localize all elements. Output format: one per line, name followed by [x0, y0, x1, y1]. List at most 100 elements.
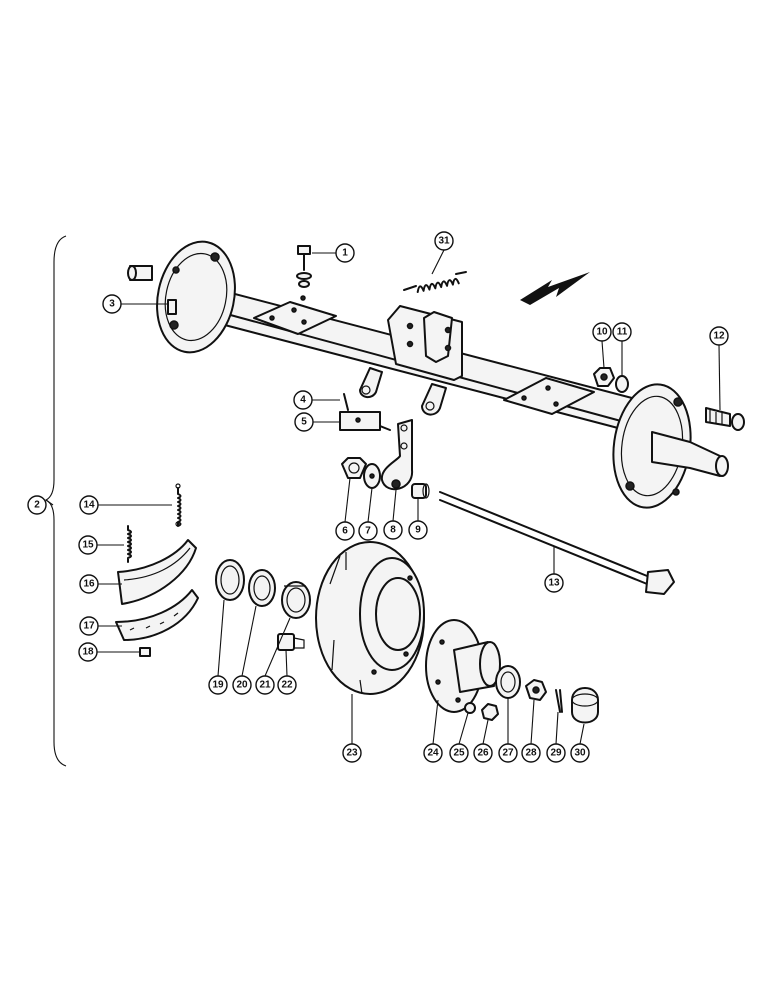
svg-text:6: 6 [342, 526, 348, 537]
part-7-washer [363, 463, 381, 489]
callout-7: 7 [358, 521, 378, 541]
callout-18: 18 [78, 642, 98, 662]
part-6-nut [341, 457, 367, 479]
callout-21: 21 [255, 675, 275, 695]
part-1-bolt [296, 245, 312, 301]
part-19-seal [215, 559, 245, 601]
callout-10: 10 [592, 322, 612, 342]
svg-text:3: 3 [109, 299, 115, 310]
part-13-rod [439, 491, 675, 595]
callout-9: 9 [408, 520, 428, 540]
callout-1: 1 [335, 243, 355, 263]
left-backing-plate [156, 240, 236, 354]
callout-19: 19 [208, 675, 228, 695]
svg-text:24: 24 [427, 748, 439, 759]
callout-6: 6 [335, 521, 355, 541]
part-18-screw [139, 647, 151, 657]
svg-text:30: 30 [574, 748, 586, 759]
callout-20: 20 [232, 675, 252, 695]
svg-text:11: 11 [617, 327, 628, 338]
callout-27: 27 [498, 743, 518, 763]
svg-text:27: 27 [502, 748, 514, 759]
svg-text:26: 26 [477, 748, 489, 759]
direction-arrow [520, 272, 590, 305]
part-24-hub [425, 619, 501, 713]
svg-text:20: 20 [236, 680, 248, 691]
svg-text:18: 18 [82, 647, 94, 658]
svg-text:5: 5 [301, 417, 307, 428]
part-20-seal [248, 569, 276, 607]
part-31-spring [403, 271, 467, 294]
callout-22: 22 [277, 675, 297, 695]
part-5-clevis [339, 411, 391, 431]
part-8-brake-lever [380, 419, 414, 490]
callout-3: 3 [102, 294, 122, 314]
leader-lines [45, 249, 721, 745]
part-28-castle-nut [525, 679, 547, 701]
callout-15: 15 [78, 535, 98, 555]
part-17-lining [115, 589, 199, 641]
right-spindle [651, 431, 729, 477]
part-12-bolt [705, 407, 745, 431]
svg-text:16: 16 [83, 579, 95, 590]
callout-17: 17 [79, 616, 99, 636]
part-4-pin [343, 393, 349, 411]
part-10-nut [593, 367, 615, 387]
callout-2: 2 [27, 495, 47, 515]
part-29-cotter-pin [555, 689, 563, 713]
callout-13: 13 [544, 573, 564, 593]
axle-lugs [359, 367, 447, 416]
svg-text:17: 17 [83, 621, 95, 632]
svg-text:10: 10 [596, 327, 608, 338]
callout-28: 28 [521, 743, 541, 763]
part-9-bushing [411, 483, 430, 499]
svg-text:22: 22 [281, 680, 293, 691]
callout-12: 12 [709, 326, 729, 346]
svg-text:9: 9 [415, 525, 421, 536]
callout-24: 24 [423, 743, 443, 763]
svg-text:25: 25 [453, 748, 465, 759]
svg-text:15: 15 [82, 540, 94, 551]
callout-23: 23 [342, 743, 362, 763]
assembly-bracket [44, 235, 67, 767]
svg-text:12: 12 [713, 331, 725, 342]
callout-16: 16 [79, 574, 99, 594]
svg-text:13: 13 [548, 578, 560, 589]
callout-30: 30 [570, 743, 590, 763]
part-15-spring [127, 525, 132, 563]
svg-text:21: 21 [259, 680, 271, 691]
left-spring-pad [253, 301, 337, 335]
callout-5: 5 [294, 412, 314, 432]
callout-14: 14 [79, 495, 99, 515]
svg-text:1: 1 [342, 248, 348, 259]
callout-26: 26 [473, 743, 493, 763]
svg-text:19: 19 [212, 680, 224, 691]
callout-4: 4 [293, 390, 313, 410]
part-25-washer [464, 702, 476, 714]
svg-text:2: 2 [34, 500, 40, 511]
left-spindle [127, 265, 153, 281]
right-spring-pad [503, 377, 595, 415]
part-27-bearing [495, 665, 521, 699]
svg-text:4: 4 [300, 395, 306, 406]
callout-29: 29 [546, 743, 566, 763]
svg-text:23: 23 [346, 748, 358, 759]
svg-text:31: 31 [438, 236, 450, 247]
part-21-bearing [281, 581, 311, 619]
part-23-brake-drum [315, 541, 425, 695]
svg-text:14: 14 [83, 500, 95, 511]
callout-8: 8 [383, 520, 403, 540]
center-bracket [387, 305, 463, 381]
part-26-nut [481, 703, 499, 721]
svg-text:7: 7 [365, 526, 371, 537]
callout-31: 31 [434, 231, 454, 251]
callout-11: 11 [612, 322, 632, 342]
callout-25: 25 [449, 743, 469, 763]
part-30-cap [571, 687, 599, 724]
svg-text:28: 28 [525, 748, 537, 759]
svg-text:29: 29 [550, 748, 562, 759]
part-11-washer [615, 375, 629, 393]
part-16-brake-shoe [117, 539, 197, 605]
svg-text:8: 8 [390, 525, 396, 536]
